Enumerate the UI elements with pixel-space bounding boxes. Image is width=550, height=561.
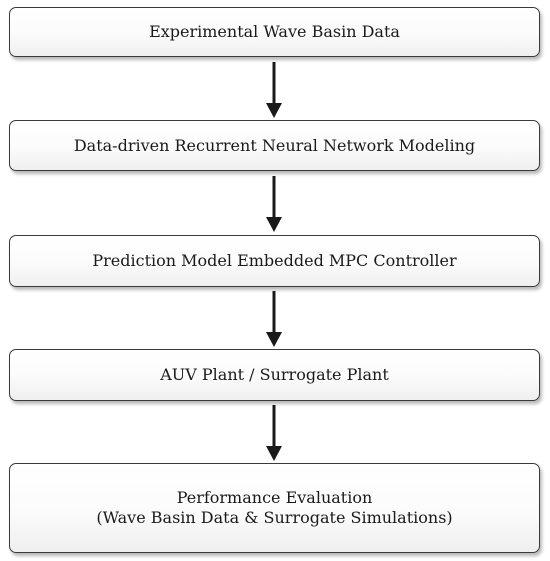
arrow-4-to-5 — [266, 405, 282, 461]
step-label: Data-driven Recurrent Neural Network Mod… — [73, 135, 476, 155]
step-box-rnn-modeling: Data-driven Recurrent Neural Network Mod… — [9, 120, 540, 171]
step-label: Prediction Model Embedded MPC Controller — [92, 251, 457, 270]
step-label: Experimental Wave Basin Data — [149, 22, 400, 41]
step-box-mpc-controller: Prediction Model Embedded MPC Controller — [9, 235, 540, 287]
arrow-2-to-3 — [266, 176, 282, 232]
step-box-wave-basin-data: Experimental Wave Basin Data — [9, 7, 540, 57]
arrow-1-to-2 — [266, 62, 282, 118]
step-sublabel: (Wave Basin Data & Surrogate Simulations… — [96, 508, 453, 527]
step-label: Performance Evaluation — [176, 488, 373, 507]
arrow-3-to-4 — [266, 291, 282, 347]
step-box-auv-plant: AUV Plant / Surrogate Plant — [9, 349, 540, 401]
step-box-performance-evaluation: Performance Evaluation (Wave Basin Data … — [9, 463, 540, 553]
step-label: AUV Plant / Surrogate Plant — [160, 365, 389, 384]
